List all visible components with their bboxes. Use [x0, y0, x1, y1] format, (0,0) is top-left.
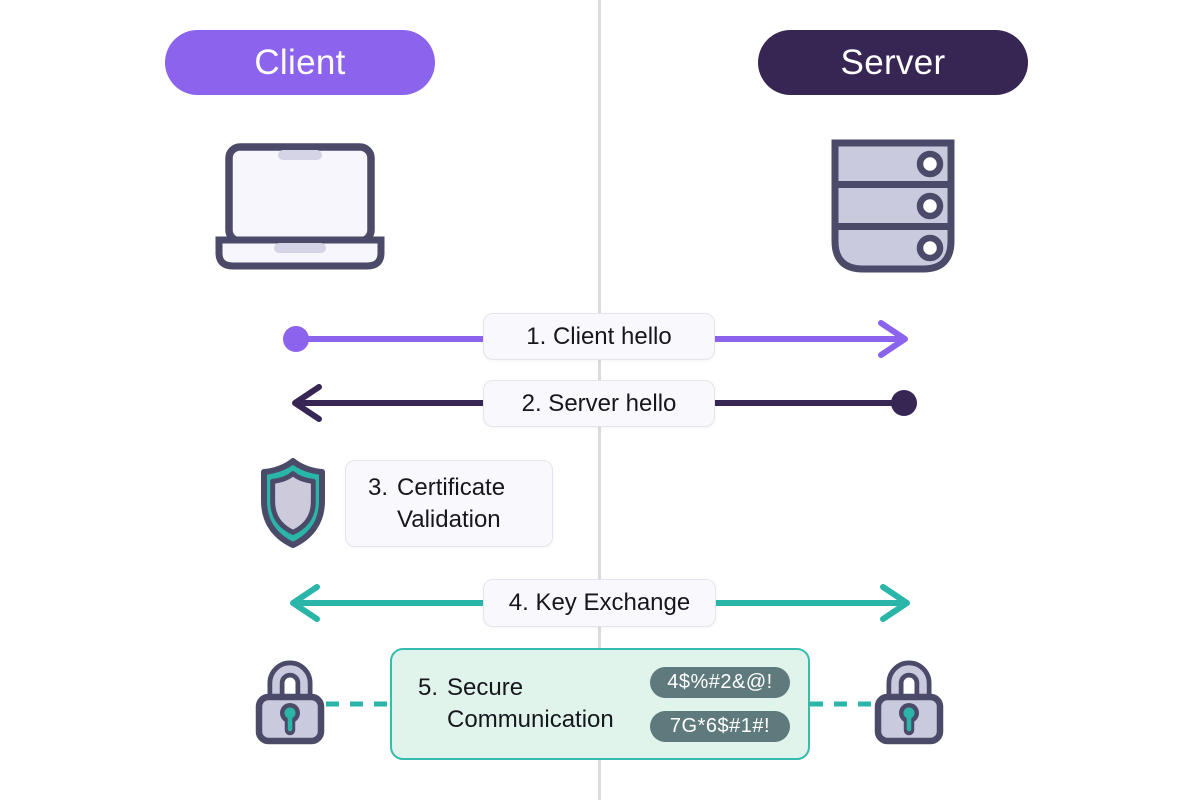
step-label-client-hello: 1. Client hello: [483, 313, 715, 360]
step-label-server-hello: 2. Server hello: [483, 380, 715, 427]
server-rack-icon: [831, 139, 955, 273]
secure-dashed-link-right: [810, 701, 874, 707]
ciphertext-list: 4$%#2&@! 7G*6$#1#!: [650, 666, 790, 742]
secure-communication-box: 5. Secure Communication 4$%#2&@! 7G*6$#1…: [390, 648, 810, 760]
laptop-icon: [215, 143, 385, 270]
lock-icon-left: [255, 660, 325, 745]
ciphertext-pill: 7G*6$#1#!: [650, 710, 790, 742]
step-label-certificate-validation: 3. Certificate Validation: [345, 460, 553, 547]
arrowhead-right: [880, 584, 910, 622]
lock-icon-right: [874, 660, 944, 745]
arrow-origin-dot: [891, 390, 917, 416]
arrow-origin-dot: [283, 326, 309, 352]
arrowhead-right: [878, 320, 908, 358]
step-number: 3.: [368, 473, 389, 501]
step-label-secure-communication: 5. Secure Communication: [418, 672, 637, 736]
server-badge: Server: [758, 30, 1028, 95]
step-text: Certificate Validation: [397, 473, 506, 533]
ciphertext-pill: 4$%#2&@!: [650, 666, 790, 698]
step-text: Secure Communication: [447, 674, 614, 733]
client-badge: Client: [165, 30, 435, 95]
arrowhead-left: [290, 584, 320, 622]
arrowhead-left: [292, 384, 322, 422]
step-label-key-exchange: 4. Key Exchange: [483, 579, 716, 627]
secure-dashed-link-left: [326, 701, 390, 707]
step-number: 5.: [418, 674, 439, 702]
shield-icon: [261, 458, 325, 548]
